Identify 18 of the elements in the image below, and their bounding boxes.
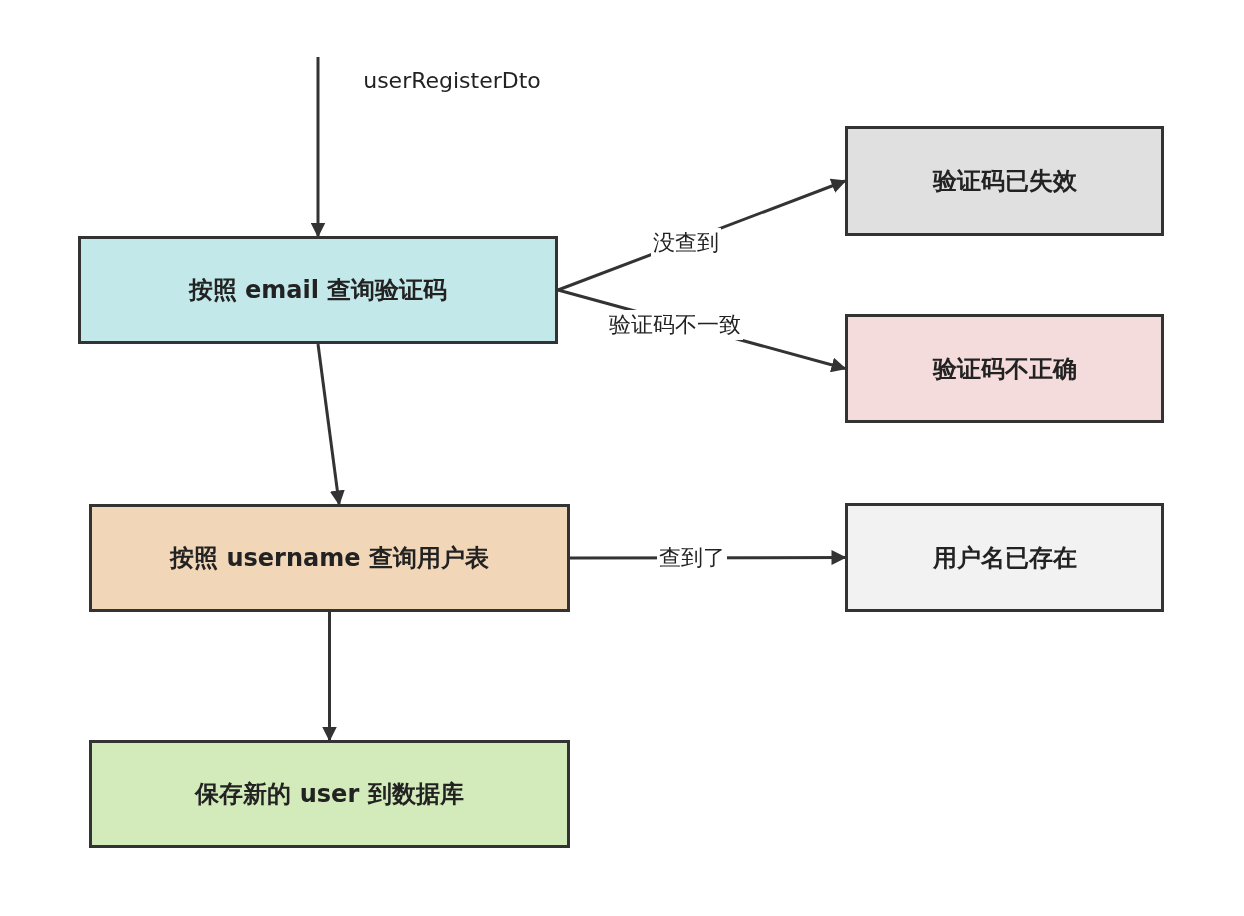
result-box (845, 503, 1164, 612)
box-label: 用户名已存在 (932, 542, 1077, 574)
box-label: 验证码已失效 (932, 166, 1077, 197)
edge-label: userRegisterDto (362, 67, 542, 93)
edge-label: 没查到 (651, 228, 721, 258)
process-box (89, 740, 570, 848)
arrow (322, 612, 337, 742)
arrow (310, 57, 326, 238)
arrow (316, 343, 345, 506)
result-box (845, 126, 1164, 236)
result-box (845, 314, 1164, 423)
box-label: 按照 email 查询验证码 (188, 275, 448, 306)
process-box (89, 504, 570, 612)
box-label: 保存新的 user 到数据库 (195, 779, 464, 810)
process-box (78, 236, 558, 344)
box-label: 验证码不正确 (932, 353, 1077, 385)
edge-label: 验证码不一致 (607, 310, 743, 340)
box-label: 按照 username 查询用户表 (170, 543, 489, 574)
